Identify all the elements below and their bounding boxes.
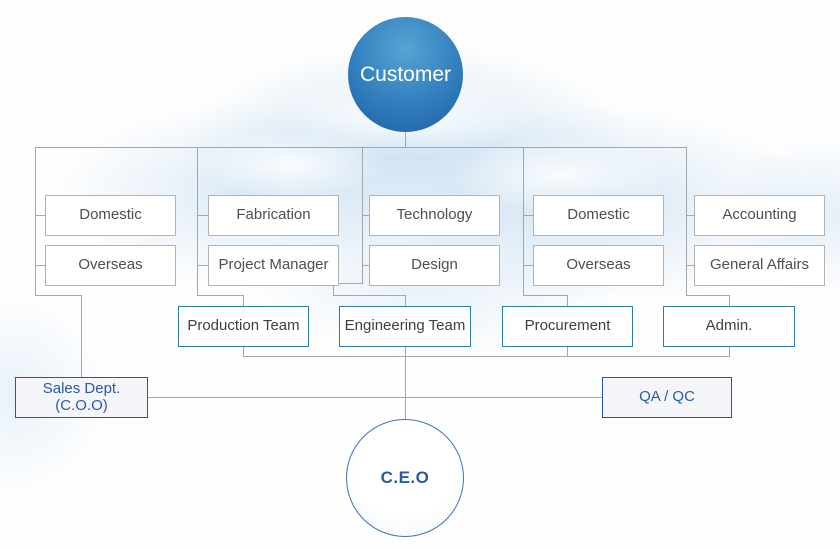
- team-label: Procurement: [524, 317, 611, 335]
- dept-label: Fabrication: [236, 206, 311, 224]
- connector-line: [35, 147, 36, 295]
- team-label: Admin.: [705, 317, 753, 335]
- team-box-engineering-team: Engineering Team: [339, 306, 471, 347]
- dept-box-overseas-1: Overseas: [45, 245, 176, 286]
- dept-box-fabrication: Fabrication: [208, 195, 339, 236]
- team-box-production-team: Production Team: [178, 306, 309, 347]
- connector-line: [35, 295, 82, 296]
- connector-line: [686, 265, 694, 266]
- connector-line: [243, 347, 244, 357]
- exec-box-qa-qc: QA / QC: [602, 377, 732, 418]
- connector-line: [197, 265, 208, 266]
- connector-line: [148, 397, 602, 398]
- connector-line: [197, 147, 198, 295]
- dept-box-domestic-1: Domestic: [45, 195, 176, 236]
- connector-line: [35, 147, 687, 148]
- connector-line: [362, 265, 369, 266]
- dept-box-accounting: Accounting: [694, 195, 825, 236]
- dept-box-design: Design: [369, 245, 500, 286]
- connector-line: [729, 295, 730, 306]
- connector-line: [686, 147, 687, 295]
- exec-label: QA / QC: [639, 388, 695, 406]
- connector-line: [523, 265, 533, 266]
- team-label: Production Team: [187, 317, 300, 335]
- connector-line: [686, 215, 694, 216]
- connector-line: [567, 347, 568, 357]
- connector-line: [523, 147, 524, 295]
- connector-line: [333, 283, 363, 284]
- dept-box-project-manager: Project Manager: [208, 245, 339, 286]
- dept-label: Domestic: [567, 206, 630, 224]
- connector-line: [729, 347, 730, 357]
- connector-line: [243, 295, 244, 306]
- connector-line: [243, 356, 730, 357]
- team-box-procurement: Procurement: [502, 306, 633, 347]
- dept-box-general-affairs: General Affairs: [694, 245, 825, 286]
- connector-line: [35, 215, 45, 216]
- connector-line: [405, 295, 406, 306]
- exec-box-sales-dept: Sales Dept. (C.O.O): [15, 377, 148, 418]
- dept-label: Overseas: [566, 256, 631, 274]
- dept-box-domestic-2: Domestic: [533, 195, 664, 236]
- dept-label: Technology: [396, 206, 473, 224]
- dept-box-overseas-2: Overseas: [533, 245, 664, 286]
- dept-label: Design: [411, 256, 458, 274]
- customer-label: Customer: [359, 62, 452, 86]
- dept-box-technology: Technology: [369, 195, 500, 236]
- exec-label: Sales Dept. (C.O.O): [42, 380, 121, 414]
- connector-line: [567, 295, 568, 306]
- connector-line: [81, 295, 82, 377]
- dept-label: General Affairs: [710, 256, 809, 274]
- dept-label: Accounting: [722, 206, 797, 224]
- connector-line: [333, 295, 406, 296]
- team-box-admin: Admin.: [663, 306, 795, 347]
- connector-line: [523, 295, 568, 296]
- connector-line: [197, 295, 244, 296]
- dept-label: Overseas: [78, 256, 143, 274]
- node-customer: Customer: [348, 17, 463, 132]
- node-ceo: C.E.O: [346, 419, 464, 537]
- dept-label: Project Manager: [218, 256, 329, 274]
- connector-line: [362, 215, 369, 216]
- connector-line: [405, 347, 406, 420]
- connector-line: [197, 215, 208, 216]
- dept-label: Domestic: [79, 206, 142, 224]
- ceo-label: C.E.O: [380, 468, 430, 487]
- connector-line: [523, 215, 533, 216]
- team-label: Engineering Team: [344, 317, 466, 335]
- connector-line: [35, 265, 45, 266]
- connector-line: [333, 283, 334, 296]
- connector-line: [686, 295, 730, 296]
- connector-line: [405, 131, 406, 147]
